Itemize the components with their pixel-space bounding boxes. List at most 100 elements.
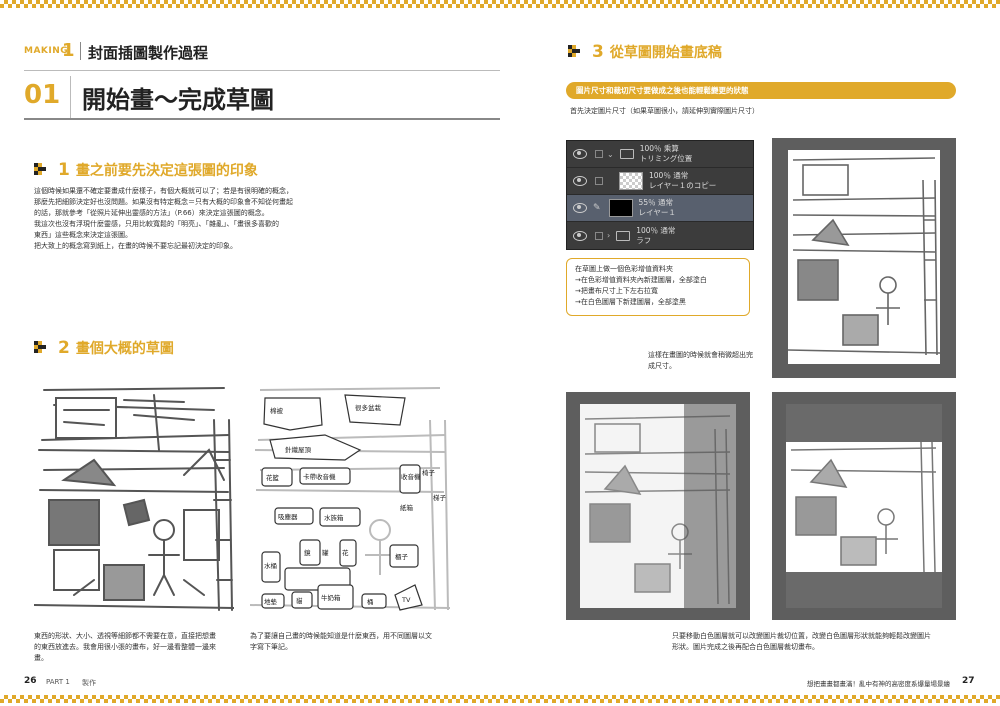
section-2-number: 2 [58, 338, 70, 358]
layers-panel: ⌄ 100％ 乘算トリミング位置 100％ 通常レイヤー１のコピー ✎ 55％ … [566, 140, 754, 250]
sketch-note-label: TV [401, 596, 411, 604]
eye-icon[interactable] [573, 149, 587, 159]
text-line: 東西的形狀、大小、透視等細節都不需要在意，直接把想畫 [34, 632, 216, 640]
layer-name: レイヤー１のコピー [649, 181, 717, 190]
section-2-caption-right: 為了要讓自己畫的時候能知道是什麼東西，用不同圖層以文 字寫下筆記。 [250, 631, 455, 653]
layer-name: トリミング位置 [639, 154, 693, 163]
sketch-note-label: 紙箱 [400, 503, 414, 512]
sketch-note-label: 牛奶箱 [321, 593, 341, 602]
text-line: 我這次也沒有浮現什麼靈感，只用比較寬鬆的「明亮」、「雜亂」、「畫很多喜歡的 [34, 220, 279, 228]
note-line: 在草圖上做一個色彩增值資料夾 [575, 265, 673, 273]
sketch-note-label: 桶 [367, 597, 374, 606]
chapter-separator [70, 76, 71, 118]
lock-checkbox[interactable] [595, 150, 603, 158]
section-1-title: 畫之前要先決定這張圖的印象 [75, 163, 258, 179]
trim-overlay-top [786, 404, 942, 442]
text-line: 這個時候如果還不確定要畫成什麼樣子，有個大概就可以了；若是有很明確的概念， [34, 187, 293, 195]
text-line: 把大致上的概念寫到紙上，在畫的時候不要忘記最初決定的印象。 [34, 242, 237, 250]
checker-bullet-icon [34, 163, 52, 177]
side-note: 這樣在畫圖的時候就會稍微超出完 成尺寸。 [648, 350, 768, 372]
layer-row-rough[interactable]: › 100％ 通常ラフ [567, 222, 753, 249]
folder-icon [619, 149, 634, 159]
text-line: 為了要讓自己畫的時候能知道是什麼東西，用不同圖層以文 [250, 632, 432, 640]
trim-overlay [684, 404, 736, 608]
section-2-caption-left: 東西的形狀、大小、透視等細節都不需要在意，直接把想畫 的東西放進去。我會用很小張… [34, 631, 239, 664]
note-line: →在色彩增值資料夾內新建圖層，全部塗白 [575, 276, 707, 284]
eye-icon[interactable] [573, 176, 587, 186]
eye-icon[interactable] [573, 203, 587, 213]
layer-thumbnail [608, 199, 633, 217]
sketch-note-label: 棉被 [270, 406, 284, 415]
checker-border-top [0, 0, 1000, 8]
chevron-right-icon[interactable]: › [607, 231, 611, 240]
checker-bullet-icon [34, 341, 52, 355]
text-line: 這樣在畫圖的時候就會稍微超出完 [648, 351, 753, 359]
sketch-note-label: 吸塵器 [278, 512, 298, 521]
chapter-title: 開始畫～完成草圖 [82, 86, 274, 114]
canvas-preview-trim-a [566, 392, 750, 620]
footer-section: 製作 [82, 679, 96, 687]
layer-name: レイヤー１ [638, 208, 676, 217]
text-line: 畫。 [34, 654, 48, 662]
sketch-note-label: 鏡 [304, 548, 311, 557]
text-line: 字寫下筆記。 [250, 643, 292, 651]
layer-mode: 100％ 通常 [649, 171, 689, 180]
making-title: 封面插圖製作過程 [88, 44, 209, 62]
sketch-note-label: 水桶 [264, 561, 277, 570]
note-line: →在白色圖層下新建圖層，全部塗黑 [575, 298, 686, 306]
pen-icon: ✎ [593, 203, 601, 213]
sketch-note-label: 很多盆栽 [355, 403, 382, 412]
footer-part: PART 1 [46, 678, 70, 686]
layer-row-layer1[interactable]: ✎ 55％ 通常レイヤー１ [567, 195, 753, 222]
section-3-intro: 首先決定圖片尺寸（如果草圖很小，請延伸到實際圖片尺寸） [570, 107, 759, 115]
sketch-note-label: 櫃子 [395, 552, 409, 561]
sketch-note-label: 水族箱 [324, 513, 344, 522]
chevron-down-icon[interactable]: ⌄ [607, 149, 614, 159]
sketch-note-label: 梯子 [433, 493, 447, 502]
lock-checkbox[interactable] [595, 177, 603, 185]
section-2-heading: 2 畫個大概的草圖 [34, 338, 174, 358]
text-line: 那麼先把細節決定好也沒問題。如果沒有特定概念＝只有大概的印象會不知從何畫起 [34, 198, 293, 206]
chapter-rule [24, 118, 500, 120]
labeled-sketch-image: 棉被 很多盆栽 針織屋頂 花籃 卡帶收音機 紙箱 收音機 椅子 吸塵器 水族箱 … [250, 380, 450, 620]
sketch-note-label: 卡帶收音機 [303, 472, 336, 481]
note-line: →把畫布尺寸上下左右拉寬 [575, 287, 658, 295]
lock-checkbox[interactable] [595, 231, 603, 240]
rough-sketch-image [34, 380, 234, 620]
layer-row-copy[interactable]: 100％ 通常レイヤー１のコピー [567, 168, 753, 195]
text-line: 只要移動白色圖層就可以改變圖片裁切位置，改變白色圖層形狀就能夠輕鬆改變圖片 [672, 632, 931, 640]
text-line: 的東西放進去。我會用很小張的畫布，好一邊看整體一邊來 [34, 643, 216, 651]
section-1-number: 1 [58, 160, 70, 180]
making-number: 1 [62, 40, 75, 61]
layer-thumbnail [619, 172, 643, 190]
section-2-title: 畫個大概的草圖 [75, 341, 174, 357]
text-line: 東西」這些概念來決定這張圖。 [34, 231, 132, 239]
tip-pill: 圖片尺寸和裁切尺寸要做成之後也能輕鬆變更的狀態 [566, 82, 956, 99]
trim-overlay-bottom [786, 572, 942, 608]
steps-note-box: 在草圖上做一個色彩增值資料夾 →在色彩增值資料夾內新建圖層，全部塗白 →把畫布尺… [566, 258, 750, 316]
making-label: MAKING [24, 46, 69, 56]
layer-name: ラフ [636, 235, 652, 245]
chapter-number: 01 [24, 80, 61, 110]
section-3-bottom-caption: 只要移動白色圖層就可以改變圖片裁切位置，改變白色圖層形狀就能夠輕鬆改變圖片 形狀… [672, 631, 962, 653]
checker-border-bottom [0, 695, 1000, 703]
text-line: 成尺寸。 [648, 362, 676, 370]
layer-row-trim[interactable]: ⌄ 100％ 乘算トリミング位置 [567, 141, 753, 168]
sketch-note-label: 花 [342, 548, 349, 557]
checker-bullet-icon [568, 45, 586, 59]
footer-book-title: 想把畫畫都畫滿！亂中有神的高密度系爆量場景繪 [807, 680, 950, 688]
sketch-note-label: 針織屋頂 [285, 445, 312, 454]
header-separator [80, 42, 81, 60]
text-line: 形狀。圖片完成之後再配合白色圖層裁切畫布。 [672, 643, 819, 651]
section-1-heading: 1 畫之前要先決定這張圖的印象 [34, 160, 258, 180]
section-3-heading: 3 從草圖開始畫底稿 [568, 42, 722, 62]
sketch-note-label: 收音機 [401, 472, 421, 481]
canvas-preview-full [772, 138, 956, 378]
page-number-left: 26 [24, 676, 37, 686]
layer-mode: 55％ 通常 [638, 198, 673, 207]
canvas-preview-trim-b [772, 392, 956, 620]
eye-icon[interactable] [573, 230, 587, 241]
layer-mode: 100％ 乘算 [639, 144, 679, 153]
folder-icon [616, 230, 631, 241]
sketch-note-label: 罐 [322, 548, 329, 557]
